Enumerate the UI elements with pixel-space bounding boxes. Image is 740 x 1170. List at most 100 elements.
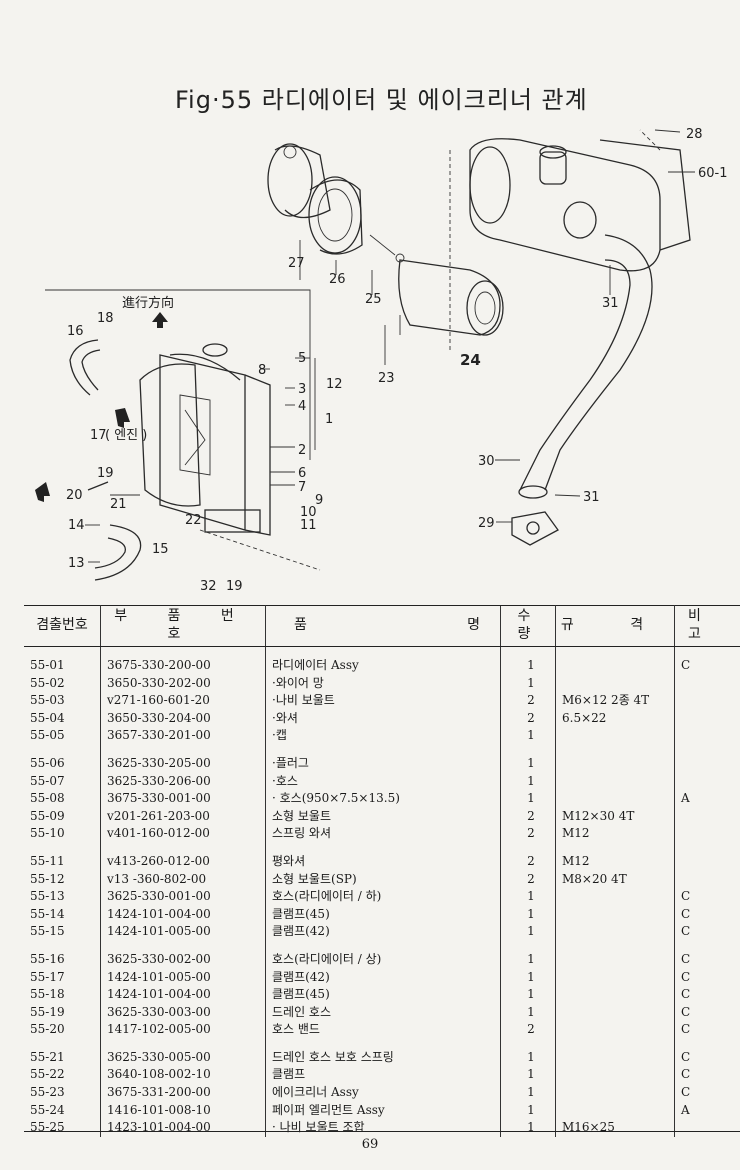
ref-no-text: 55-22	[30, 1067, 65, 1082]
quantity-text: 2	[527, 808, 535, 823]
specification-text	[562, 773, 674, 791]
part-name-text: ·호스	[272, 773, 298, 788]
cell-specification: M12×30 4T M12	[555, 744, 675, 843]
quantity-text: 2	[527, 826, 535, 841]
radiator-drawing	[139, 343, 321, 571]
specification-text: M8×20 4T	[562, 871, 627, 886]
engine-arrow-icon	[115, 408, 130, 428]
part-name-text: 드레인 호스 보호 스프링	[272, 1049, 394, 1064]
callout-30: 30	[478, 454, 495, 469]
remark-text: C	[681, 658, 691, 672]
remark-text: C	[681, 969, 691, 984]
callout-23: 23	[378, 371, 395, 386]
header-remark: 비 고	[674, 605, 740, 647]
ref-no-text: 55-02	[30, 675, 65, 690]
part-no-text: 3675-330-001-00	[107, 791, 211, 806]
callout-27: 27	[288, 256, 305, 271]
air-cleaner-drawing	[449, 129, 691, 350]
remark-text	[681, 755, 740, 773]
quantity-text: 1	[527, 773, 535, 788]
specification-text	[562, 923, 674, 941]
specification-text: M12×30 4T	[562, 808, 635, 823]
ref-no-text: 55-25	[30, 1120, 65, 1135]
specification-text: M12	[562, 826, 590, 841]
ref-no-text: 55-07	[30, 773, 65, 788]
callout-4: 4	[298, 399, 306, 414]
specification-text: M12	[562, 853, 590, 868]
remark-text: C	[681, 924, 691, 939]
header-spec: 규 격	[555, 605, 675, 647]
quantity-text: 1	[527, 1085, 535, 1100]
part-name-text: ·캡	[272, 728, 287, 743]
part-name-text: · 호스(950×7.5×13.5)	[272, 791, 400, 806]
part-name-text: 호스 밴드	[272, 1022, 320, 1037]
quantity-text: 1	[527, 1004, 535, 1019]
part-name-text: 클램프	[272, 1067, 306, 1082]
specification-text	[562, 986, 674, 1004]
specification-text	[562, 1004, 674, 1022]
page-number: 69	[361, 1137, 379, 1152]
remark-text	[681, 675, 740, 693]
quantity-text: 1	[527, 987, 535, 1002]
quantity-text: 1	[527, 906, 535, 921]
quantity-text: 1	[527, 1120, 535, 1135]
quantity-text: 1	[527, 951, 535, 966]
part-name-text: 클램프(45)	[272, 987, 330, 1002]
ref-no-text: 55-11	[30, 853, 65, 868]
callout-22: 22	[185, 513, 202, 528]
callout-1: 1	[325, 412, 333, 427]
part-no-text: 3675-330-200-00	[107, 658, 211, 672]
ref-no-text: 55-12	[30, 871, 65, 886]
radiator-hoses-drawing	[69, 339, 142, 581]
remark-text	[681, 692, 740, 710]
callout-11: 11	[300, 518, 317, 533]
part-name-text: ·나비 보울트	[272, 693, 335, 708]
remark-text	[681, 710, 740, 728]
callout-24: 24	[460, 351, 481, 369]
leader-lines	[45, 129, 695, 563]
part-name-text: 클램프(45)	[272, 906, 330, 921]
part-name-text: 에이크리너 Assy	[272, 1085, 359, 1100]
ref-no-text: 55-13	[30, 889, 65, 904]
quantity-text: 1	[527, 889, 535, 904]
part-no-text: v271-160-601-20	[107, 693, 210, 708]
part-no-text: 3675-331-200-00	[107, 1085, 211, 1100]
exploded-parts-diagram: 27 26 25 24 23 28 60-1 31 30 31 29 18 16…	[35, 127, 728, 594]
ref-no-text: 55-23	[30, 1085, 65, 1100]
remark-text: C	[681, 1022, 691, 1037]
part-no-text: 1424-101-005-00	[107, 924, 211, 939]
part-no-text: 1424-101-004-00	[107, 987, 211, 1002]
remark-text: C	[681, 1067, 691, 1082]
remark-text	[681, 773, 740, 791]
specification-text	[562, 1049, 674, 1067]
remark-text: C	[681, 951, 691, 966]
specification-text	[562, 1066, 674, 1084]
specification-text	[562, 1084, 674, 1102]
quantity-text: 2	[527, 693, 535, 708]
callout-20: 20	[66, 488, 83, 503]
intake-hose-drawing	[511, 234, 653, 546]
part-name-text: 클램프(42)	[272, 969, 330, 984]
header-reference-no: 겸출번호	[24, 605, 101, 647]
specification-text	[562, 1102, 674, 1120]
part-name-text: · 나비 보울트 조합	[272, 1120, 365, 1135]
quantity-text: 1	[527, 1067, 535, 1082]
remark-text: C	[681, 1049, 691, 1064]
ref-no-text: 55-06	[30, 755, 65, 770]
callout-2: 2	[298, 443, 306, 458]
